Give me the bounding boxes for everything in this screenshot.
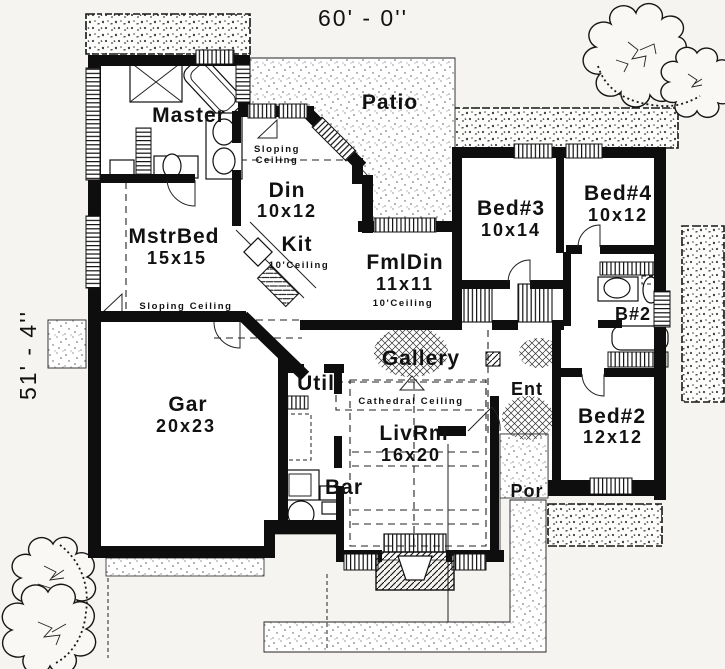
ceiling-dashed-lines: [125, 159, 489, 547]
size-bed4: 10x12: [588, 205, 648, 225]
entry-plants: [374, 327, 559, 440]
label-util: Util: [297, 372, 335, 395]
hedge-shrubs: [85, 13, 725, 547]
width-dimension: 60' - 0'': [318, 5, 408, 31]
label-mstrbed: MstrBed: [128, 225, 219, 248]
annot-sloping-1: Sloping: [254, 144, 300, 155]
label-master: Master: [152, 104, 226, 127]
label-kit: Kit: [282, 233, 313, 256]
label-ent: Ent: [511, 379, 543, 399]
concrete-walks: [47, 319, 549, 658]
size-bed3: 10x14: [481, 220, 541, 240]
label-patio: Patio: [362, 91, 418, 114]
label-bed3: Bed#3: [477, 197, 545, 220]
entry-column: [485, 351, 501, 367]
label-gar: Gar: [168, 393, 207, 416]
label-gallery: Gallery: [382, 347, 460, 370]
annot-sloping-2: Ceiling: [256, 155, 299, 166]
annot-kit-ceiling: 10'Ceiling: [269, 260, 330, 271]
label-bar: Bar: [325, 476, 363, 499]
height-dimension: 51' - 4'': [15, 310, 41, 400]
label-bed4: Bed#4: [584, 182, 652, 205]
labels: 60' - 0'' 51' - 4'' Master MstrBed 15x15…: [15, 5, 652, 501]
kitchen-counters: [235, 221, 317, 308]
door-swings: [166, 179, 605, 432]
fireplace: [375, 533, 455, 591]
annot-cathedral: Cathedral Ceiling: [358, 396, 463, 407]
annot-fmldin-ceiling: 10'Ceiling: [373, 298, 434, 309]
label-b2: B#2: [615, 304, 651, 324]
master-bath-fixtures: [109, 57, 243, 181]
bath2-fixtures: [597, 261, 669, 368]
annot-sloping-mstr: Sloping Ceiling: [139, 301, 232, 312]
size-mstrbed: 15x15: [147, 248, 207, 268]
size-bed2: 12x12: [583, 427, 643, 447]
tree-top-right: [582, 2, 725, 119]
size-din: 10x12: [257, 201, 317, 221]
label-fmldin: FmlDin: [366, 251, 443, 274]
size-livrm: 16x20: [381, 445, 441, 465]
label-livrm: LivRm: [379, 422, 448, 445]
size-fmldin: 11x11: [376, 274, 434, 294]
label-din: Din: [269, 179, 306, 202]
walls: [88, 55, 666, 562]
label-por: Por: [510, 481, 543, 501]
tree-bottom-left: [1, 536, 97, 669]
windows: [85, 49, 671, 571]
size-gar: 20x23: [156, 416, 216, 436]
shower: [135, 127, 152, 181]
label-bed2: Bed#2: [578, 405, 646, 428]
